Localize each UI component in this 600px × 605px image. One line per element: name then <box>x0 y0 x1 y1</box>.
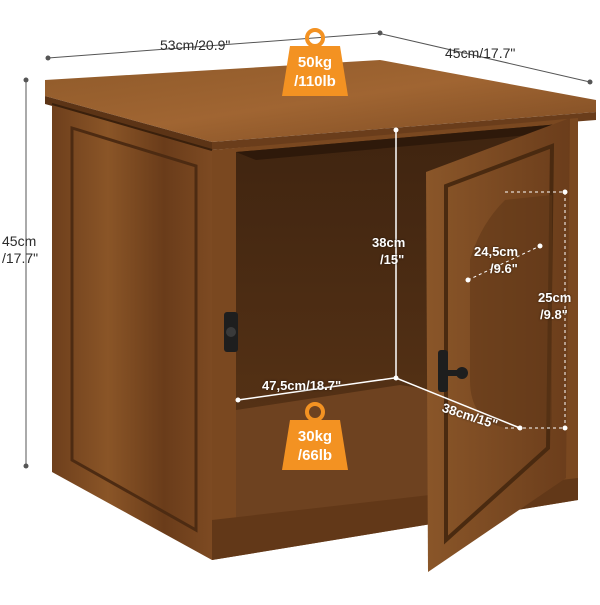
top-load-kg: 50kg <box>297 54 333 71</box>
door-knob-icon <box>438 350 468 392</box>
depth-dim-line <box>381 33 591 83</box>
left-side-frame <box>70 125 198 533</box>
door-height-cm: 25cm <box>538 290 572 305</box>
shelf-load-kg: 30kg <box>297 428 333 445</box>
inner-width-label: 47,5cm/18.7" <box>262 378 342 393</box>
height-label-cm: 45cm <box>2 233 37 249</box>
door-frame <box>444 143 555 545</box>
shelf-load-lb: /66lb <box>297 447 333 464</box>
inner-height-in: /15" <box>380 252 405 267</box>
weight-icon <box>282 402 348 470</box>
door-width-cm: 24,5cm <box>474 244 519 259</box>
cabinet-top-edge-left <box>45 96 212 150</box>
interior-ceiling-shadow <box>236 124 560 160</box>
interior-dim-lines <box>237 130 521 429</box>
inner-height-cm: 38cm <box>372 235 406 250</box>
dimension-end-dots <box>23 30 593 469</box>
weight-icon <box>282 28 348 96</box>
top-load-lb: /110lb <box>294 73 336 90</box>
door-cutout-dim-lines <box>467 191 566 429</box>
door-cutout <box>470 195 552 428</box>
door-height-in: /9.8" <box>540 307 568 322</box>
height-label-in: /17.7" <box>2 250 39 266</box>
cabinet-top-edge-front <box>212 112 596 150</box>
width-label: 53cm/20.9" <box>160 37 231 53</box>
interior-dim-dots <box>235 127 568 431</box>
cabinet-top <box>45 60 596 142</box>
top-load-badge: 50kg /110lb <box>282 53 348 91</box>
depth-label: 45cm/17.7" <box>445 45 516 61</box>
cabinet-left-side <box>52 104 212 560</box>
door-width-in: /9.6" <box>490 261 518 276</box>
shelf-load-badge: 30kg /66lb <box>282 427 348 465</box>
latch-icon <box>224 312 238 352</box>
